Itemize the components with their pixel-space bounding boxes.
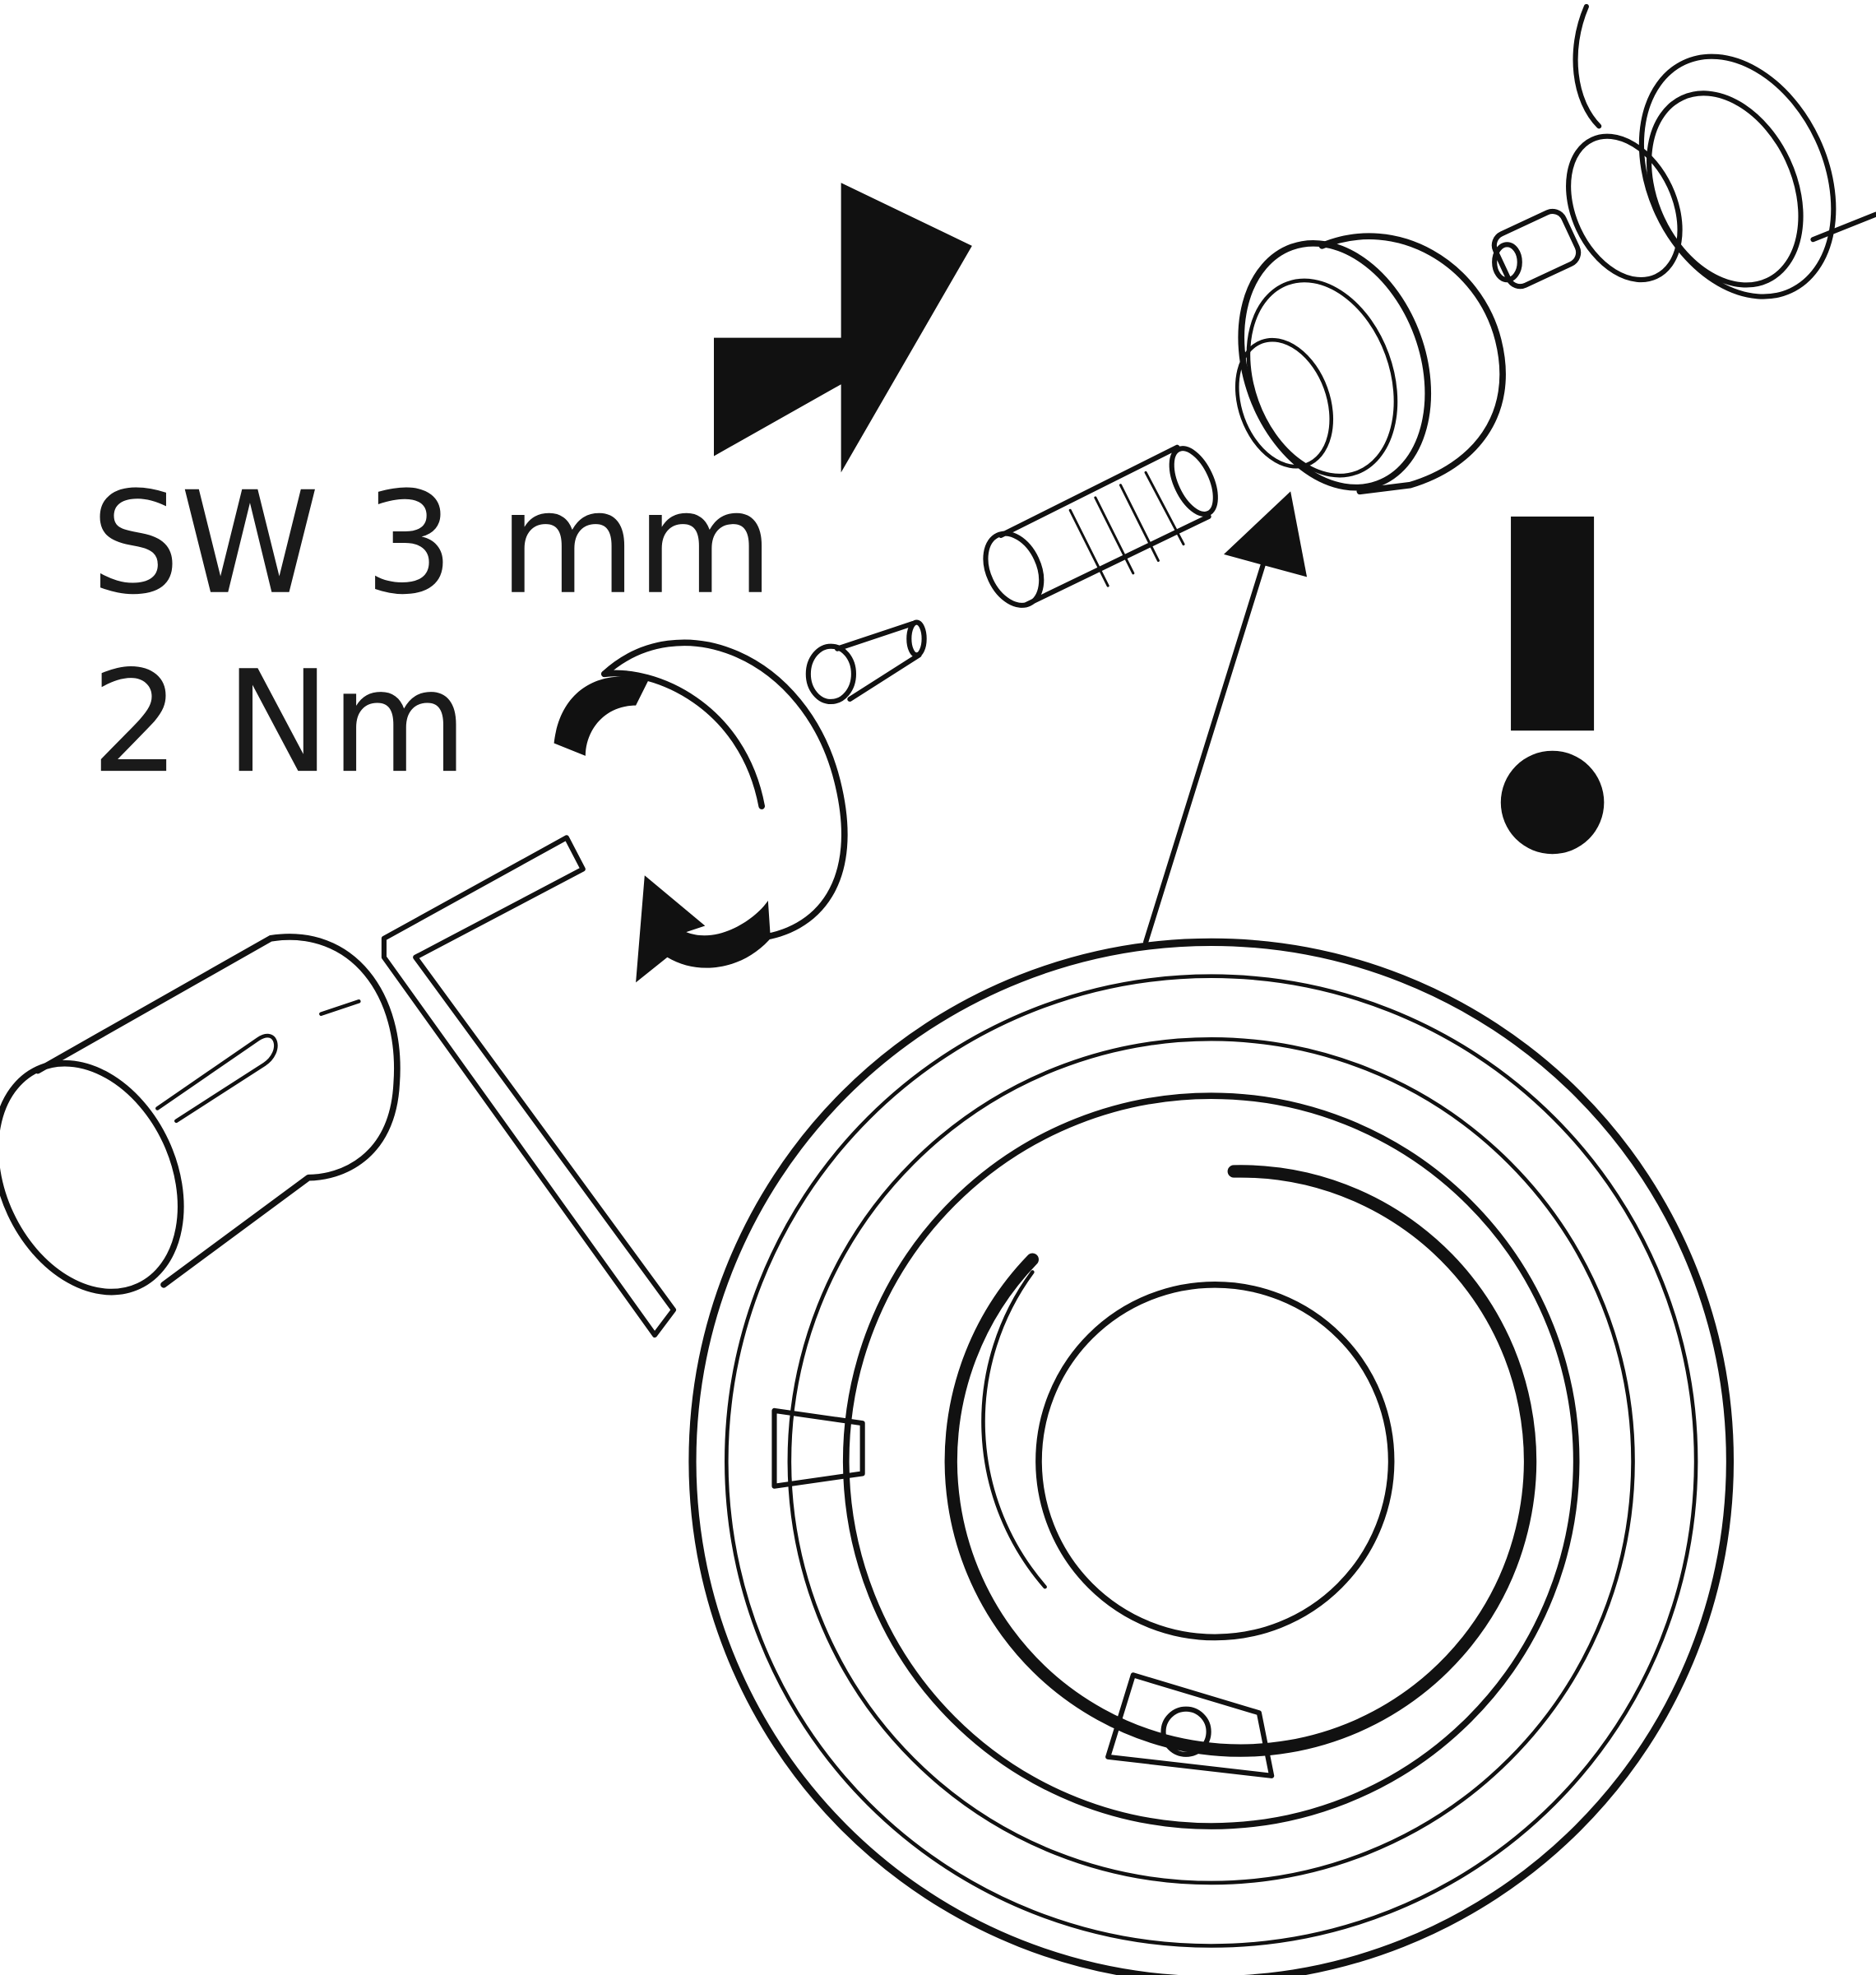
tool-size-label: SW 3 mm <box>90 462 773 626</box>
ring-detail <box>688 938 1734 1975</box>
exclamation-icon <box>1500 516 1605 855</box>
screw <box>805 619 927 705</box>
hex-key <box>381 835 677 1338</box>
direction-arrow-icon <box>714 183 972 473</box>
spline-adapter <box>983 444 1218 608</box>
cover-cap <box>600 639 848 942</box>
rotate-arrows-icon <box>554 676 771 983</box>
handle-knob <box>0 934 401 1296</box>
pointer-arrow-icon <box>1143 491 1308 945</box>
torque-label: 2 Nm <box>90 641 468 804</box>
adapter-ring <box>1234 233 1506 495</box>
thermostat-cartridge <box>1491 3 1876 299</box>
